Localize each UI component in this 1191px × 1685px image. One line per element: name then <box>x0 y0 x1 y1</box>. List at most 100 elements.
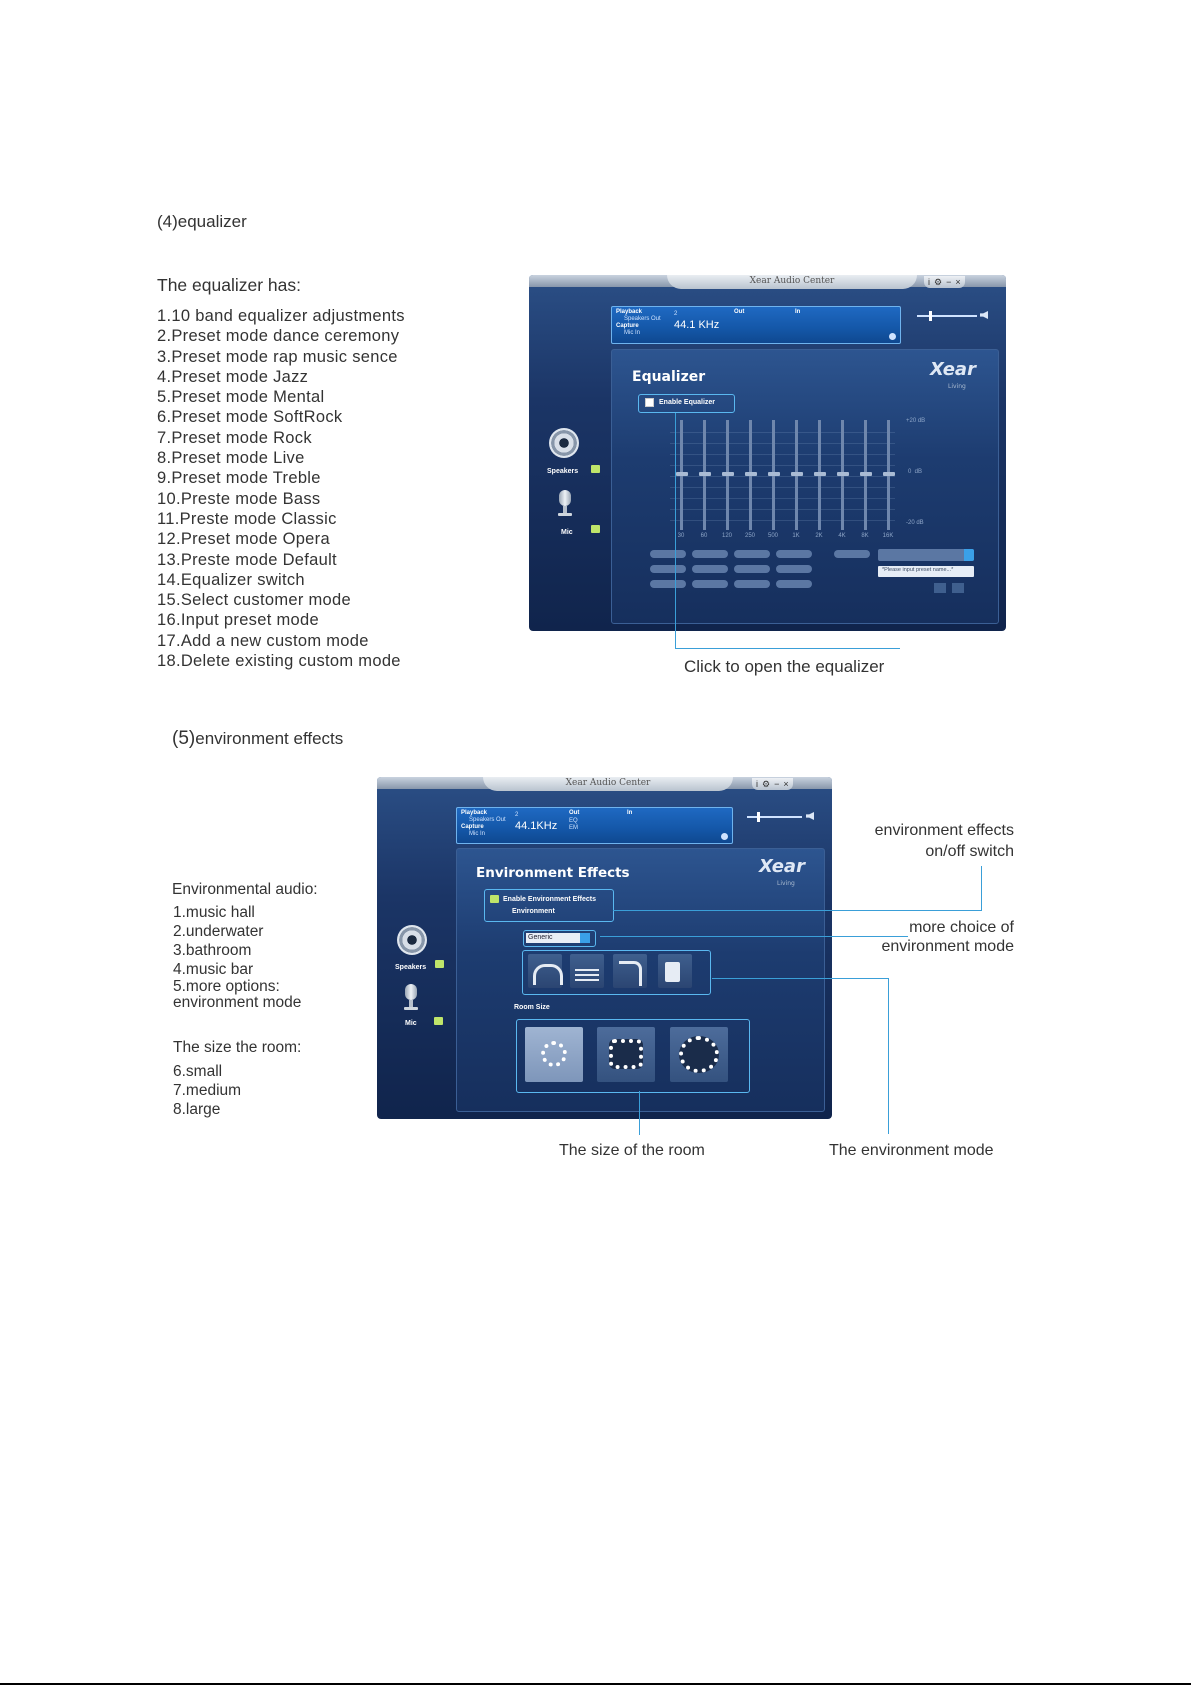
chevron-down-icon[interactable] <box>964 549 974 561</box>
callout-line <box>981 866 982 911</box>
preset-button[interactable] <box>776 550 812 558</box>
eq-grid <box>670 422 895 530</box>
section4-list: 1.10 band equalizer adjustments 2.Preset… <box>157 306 405 671</box>
minimize-icon[interactable]: − <box>946 277 952 287</box>
custom-mode-dropdown[interactable] <box>878 549 974 561</box>
playback-label: Playback <box>461 810 488 816</box>
panel-title: Environment Effects <box>476 865 630 881</box>
room-medium-icon <box>609 1039 643 1069</box>
settings-icon[interactable] <box>721 833 728 840</box>
bathroom-glyph <box>619 961 642 986</box>
preset-name-input[interactable] <box>878 566 974 577</box>
logo-text: Xear <box>759 856 805 877</box>
eq-band-knob[interactable] <box>745 472 757 476</box>
eq-band-knob[interactable] <box>814 472 826 476</box>
room-size-intro: The size the room: <box>173 1039 302 1056</box>
gear-icon[interactable]: ⚙ <box>934 277 943 287</box>
close-icon[interactable]: × <box>783 779 789 789</box>
room-size-list: 6.small 7.medium 8.large <box>173 1062 241 1119</box>
minimize-icon[interactable]: − <box>774 779 780 789</box>
preset-button[interactable] <box>650 550 686 558</box>
preset-button[interactable] <box>776 580 812 588</box>
info-icon[interactable]: i <box>756 779 758 789</box>
eq-band-knob[interactable] <box>699 472 711 476</box>
volume-knob[interactable] <box>757 812 760 822</box>
preset-button[interactable] <box>776 565 812 573</box>
eq-band-knob[interactable] <box>722 472 734 476</box>
in-label: In <box>627 810 633 816</box>
section5-heading-num: (5) <box>172 728 196 749</box>
speaker-volume-icon[interactable] <box>980 311 988 319</box>
speaker-volume-icon[interactable] <box>806 812 814 820</box>
eq-freq-label: 30 <box>677 533 685 539</box>
list-item: 6.small <box>173 1063 223 1080</box>
sample-rate: 44.1 KHz <box>674 319 720 331</box>
equalizer-switch-button[interactable] <box>834 550 870 558</box>
volume-knob[interactable] <box>929 311 932 321</box>
callout-environment-mode: The environment mode <box>829 1142 994 1159</box>
volume-slider[interactable] <box>747 816 802 818</box>
enable-environment-checkbox[interactable] <box>490 895 499 903</box>
list-item: 8.large <box>173 1101 221 1118</box>
preset-button[interactable] <box>692 550 728 558</box>
volume-slider[interactable] <box>917 315 977 317</box>
window-controls: i ⚙ − × <box>924 276 965 288</box>
environment-dropdown-value: Generic <box>528 934 553 941</box>
preset-button[interactable] <box>692 580 728 588</box>
preset-button[interactable] <box>734 550 770 558</box>
callout-open-equalizer: Click to open the equalizer <box>684 657 885 676</box>
annot-switch-line1: environment effects <box>874 822 1014 839</box>
enable-environment-label[interactable]: Enable Environment Effects <box>503 896 596 903</box>
callout-line <box>888 978 889 1134</box>
eq-freq-label: 60 <box>700 533 708 539</box>
list-item: 6.Preset mode SoftRock <box>157 408 343 427</box>
eq-band-knob[interactable] <box>837 472 849 476</box>
mic-label: Mic <box>561 529 573 536</box>
equalizer-window: Xear Audio Center i ⚙ − × Playback Speak… <box>529 275 1006 631</box>
underwater-glyph <box>575 969 599 981</box>
eq-freq-label: 2K <box>815 533 823 539</box>
speakers-out-label: Speakers Out <box>624 316 661 322</box>
status-bar: Playback Speakers Out Capture Mic In 2 4… <box>456 807 733 844</box>
enable-equalizer-label[interactable]: Enable Equalizer <box>659 399 716 406</box>
callout-line <box>613 910 982 911</box>
list-item: 2.Preset mode dance ceremony <box>157 327 400 346</box>
mic-checked-icon <box>434 1017 443 1025</box>
speakers-icon[interactable] <box>549 428 579 458</box>
eq-band-knob[interactable] <box>791 472 803 476</box>
list-item: 13.Preste mode Default <box>157 550 337 569</box>
preset-button[interactable] <box>734 565 770 573</box>
delete-preset-button[interactable] <box>952 583 964 593</box>
mic-icon[interactable] <box>403 984 419 1010</box>
info-icon[interactable]: i <box>928 277 930 287</box>
add-preset-button[interactable] <box>934 583 946 593</box>
preset-button[interactable] <box>650 580 686 588</box>
eq-band-knob[interactable] <box>883 472 895 476</box>
mic-icon[interactable] <box>557 490 573 516</box>
eq-band-knob[interactable] <box>676 472 688 476</box>
chevron-down-icon[interactable] <box>580 933 590 943</box>
list-item: 3.bathroom <box>173 942 252 959</box>
gear-icon[interactable]: ⚙ <box>762 779 771 789</box>
out-label: Out <box>734 309 745 315</box>
enable-environment-highlight <box>484 889 614 922</box>
settings-icon[interactable] <box>889 333 896 340</box>
list-item: 11.Preste mode Classic <box>157 509 337 528</box>
eq-label: EQ <box>569 818 578 824</box>
preset-button[interactable] <box>734 580 770 588</box>
speakers-icon[interactable] <box>397 925 427 955</box>
mic-label: Mic <box>405 1020 417 1027</box>
callout-line <box>639 1091 640 1135</box>
close-icon[interactable]: × <box>955 277 961 287</box>
section5-heading-text: environment effects <box>195 729 344 748</box>
list-item: 16.Input preset mode <box>157 611 319 630</box>
speakers-out-label: Speakers Out <box>469 817 506 823</box>
logo-sub: Living <box>777 880 795 887</box>
enable-equalizer-checkbox[interactable] <box>645 398 654 407</box>
eq-band-knob[interactable] <box>768 472 780 476</box>
preset-button[interactable] <box>650 565 686 573</box>
eq-freq-label: 4K <box>838 533 846 539</box>
preset-button[interactable] <box>692 565 728 573</box>
environment-dropdown[interactable] <box>526 933 580 943</box>
eq-band-knob[interactable] <box>860 472 872 476</box>
